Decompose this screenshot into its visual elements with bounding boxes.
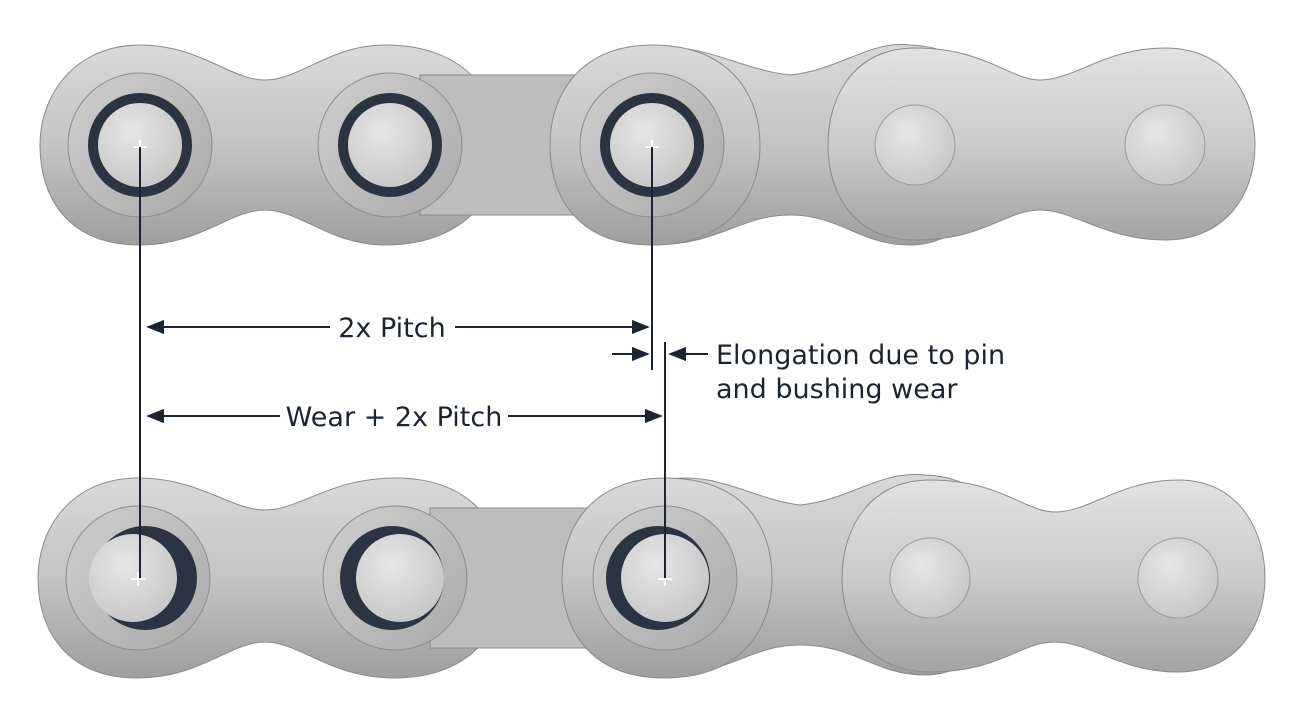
pin-head [874, 104, 956, 186]
bushing [317, 72, 463, 218]
elongation-label-line2: and bushing wear [716, 374, 958, 405]
outer-plate [827, 47, 1256, 241]
wear-two-pitch-label: Wear + 2x Pitch [286, 402, 503, 433]
pin-head [1137, 537, 1219, 619]
worn-bushing [322, 505, 468, 651]
pin-head [889, 537, 971, 619]
pin-head [1124, 104, 1206, 186]
chain-worn [37, 473, 1266, 679]
two-pitch-label: 2x Pitch [338, 313, 445, 344]
outer-plate [841, 479, 1266, 673]
elongation-label-line1: Elongation due to pin [716, 340, 1005, 371]
chain-new [39, 43, 1256, 246]
measurement-lines [139, 147, 666, 578]
